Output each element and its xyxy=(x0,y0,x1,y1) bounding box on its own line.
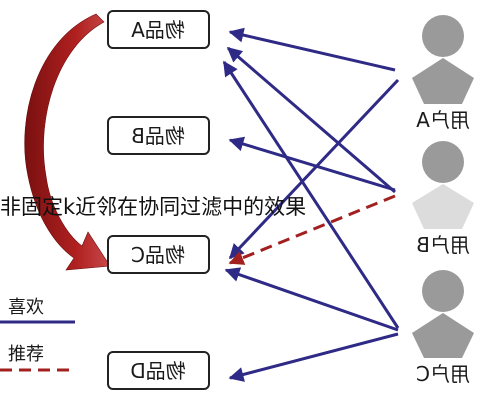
edge-userC-itemD xyxy=(228,332,399,382)
edge-userB-itemA xyxy=(226,46,396,194)
user-icon-body-B xyxy=(412,184,474,229)
user-icon-head-A xyxy=(422,15,464,57)
edge-userC-itemC xyxy=(224,267,399,332)
item-label-C: 物品C xyxy=(131,243,185,267)
user-A: 用户A xyxy=(412,15,474,132)
curved-red-arrow xyxy=(24,13,111,271)
user-label-C: 用户C xyxy=(416,362,470,386)
item-box-D: 物品D xyxy=(107,351,210,390)
user-C: 用户C xyxy=(412,270,474,386)
user-B: 用户B xyxy=(412,141,474,257)
edge-userA-itemA xyxy=(228,27,396,72)
edge-userA-itemC xyxy=(228,78,400,260)
edge-userC-itemA xyxy=(222,60,400,329)
user-icon-head-B xyxy=(422,141,464,183)
item-label-A: 物品A xyxy=(131,18,185,42)
item-box-B: 物品B xyxy=(107,116,210,155)
item-box-A: 物品A xyxy=(107,10,210,49)
user-icon-body-A xyxy=(412,58,474,104)
legend-recommend-label: 推荐 xyxy=(8,344,44,365)
user-label-B: 用户B xyxy=(416,233,470,257)
user-icon-body-C xyxy=(412,313,474,358)
item-box-C: 物品C xyxy=(107,235,210,274)
edge-userB-itemC-recommend xyxy=(228,194,396,265)
item-label-B: 物品B xyxy=(131,124,185,148)
legend-like-label: 喜欢 xyxy=(8,297,44,318)
item-label-D: 物品D xyxy=(130,359,185,383)
user-icon-head-C xyxy=(422,270,464,312)
edge-userB-itemB xyxy=(228,136,396,192)
legend: 喜欢 推荐 xyxy=(0,297,75,372)
user-label-A: 用户A xyxy=(416,108,470,132)
